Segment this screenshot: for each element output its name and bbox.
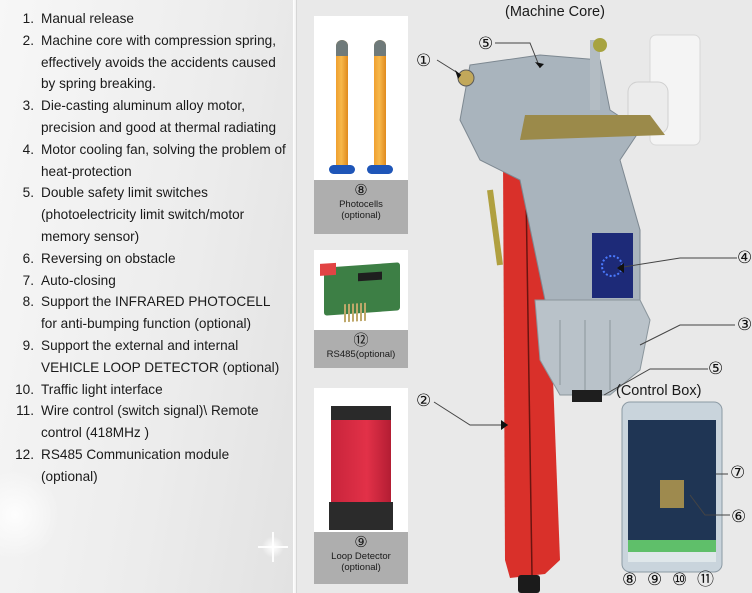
feature-number: 3.: [22, 98, 34, 114]
feature-number: 11.: [16, 403, 34, 419]
feature-text: Machine core with compression spring, ef…: [41, 32, 276, 92]
callout-traffic-light-port: ⑩: [672, 570, 688, 589]
feature-text: Reversing on obstacle: [41, 250, 176, 266]
callout-reversing: ⑥: [731, 507, 747, 526]
feature-list-panel: 1. Manual release 2. Machine core with com…: [0, 0, 293, 593]
panel-divider: [293, 0, 297, 593]
feature-number: 9.: [22, 337, 34, 353]
feature-text: Support the INFRARED PHOTOCELL for anti-…: [41, 294, 270, 332]
feature-number: 1.: [22, 11, 34, 26]
rs485-marker: ⑫: [353, 332, 369, 349]
feature-item: 10. Traffic light interface: [0, 379, 286, 401]
feature-number: 12.: [15, 446, 34, 462]
photocells-label: Photocells: [339, 199, 383, 210]
feature-item: 8. Support the INFRARED PHOTOCELL for ant…: [0, 291, 286, 335]
callout-motor: ③: [737, 315, 752, 334]
callout-fan: ④: [737, 248, 752, 267]
feature-text: Support the external and internal VEHICL…: [41, 337, 280, 375]
callout-manual-release: ①: [416, 51, 432, 70]
callout-loop-port: ⑨: [647, 570, 663, 589]
feature-number: 4.: [22, 141, 34, 157]
feature-item: 6. Reversing on obstacle: [0, 248, 286, 270]
feature-list: 1. Manual release 2. Machine core with com…: [0, 8, 286, 488]
loop-detector-image: [329, 406, 393, 530]
callout-limit-switch-bottom: ⑤: [708, 359, 724, 378]
rs485-caption: ⑫ RS485(optional): [314, 330, 408, 368]
feature-item: 9. Support the external and internal VEHI…: [0, 335, 286, 379]
feature-text: Manual release: [41, 11, 134, 26]
feature-item: 7. Auto-closing: [0, 270, 286, 292]
loop-detector-note: (optional): [341, 562, 381, 573]
feature-item: 2. Machine core with compression spring, …: [0, 30, 286, 95]
loop-detector-label: Loop Detector: [331, 551, 391, 562]
rs485-label: RS485(optional): [326, 349, 396, 360]
callout-remote-port: ⑪: [697, 570, 714, 589]
control-box-title: (Control Box): [616, 383, 702, 399]
callout-auto-closing: ⑦: [730, 463, 746, 482]
feature-text: Motor cooling fan, solving the problem o…: [41, 141, 286, 179]
photocells-marker: ⑧: [354, 182, 368, 199]
photocells-card: ⑧ Photocells (optional): [314, 16, 408, 234]
loop-detector-card: ⑨ Loop Detector (optional): [314, 388, 408, 584]
feature-item: 5. Double safety limit switches (photoele…: [0, 182, 286, 247]
callout-spring: ②: [416, 391, 432, 410]
photocells-caption: ⑧ Photocells (optional): [314, 180, 408, 234]
feature-number: 10.: [15, 381, 34, 397]
feature-text: RS485 Communication module (optional): [41, 446, 230, 484]
feature-item: 3. Die-casting aluminum alloy motor, prec…: [0, 95, 286, 139]
rs485-board-image: [320, 262, 400, 323]
rs485-card: ⑫ RS485(optional): [314, 250, 408, 368]
diagram-panel: ⑧ Photocells (optional) ⑫ RS485(optional…: [297, 0, 752, 593]
photocell-post-image: [367, 40, 393, 174]
feature-item: 4. Motor cooling fan, solving the problem…: [0, 139, 286, 183]
feature-item: 1. Manual release: [0, 8, 286, 30]
feature-item: 12. RS485 Communication module (optional): [0, 444, 286, 488]
feature-text: Traffic light interface: [41, 381, 163, 397]
feature-text: Auto-closing: [41, 272, 116, 288]
photocell-post-image: [329, 40, 355, 174]
feature-text: Wire control (switch signal)\ Remote con…: [41, 403, 259, 441]
callout-photocell-port: ⑧: [622, 570, 638, 589]
feature-text: Die-casting aluminum alloy motor, precis…: [41, 98, 277, 135]
callout-limit-switch-top: ⑤: [478, 34, 494, 53]
feature-number: 7.: [22, 272, 34, 288]
feature-number: 6.: [22, 250, 34, 266]
feature-item: 11. Wire control (switch signal)\ Remote …: [0, 400, 286, 444]
machine-core-title: (Machine Core): [505, 4, 605, 20]
photocells-note: (optional): [341, 210, 381, 221]
feature-text: Double safety limit switches (photoelect…: [41, 185, 245, 244]
loop-detector-caption: ⑨ Loop Detector (optional): [314, 532, 408, 584]
sparkle-icon: [262, 532, 284, 562]
feature-number: 2.: [22, 32, 34, 48]
loop-detector-marker: ⑨: [354, 534, 368, 551]
feature-number: 8.: [22, 294, 34, 310]
feature-number: 5.: [22, 185, 34, 201]
